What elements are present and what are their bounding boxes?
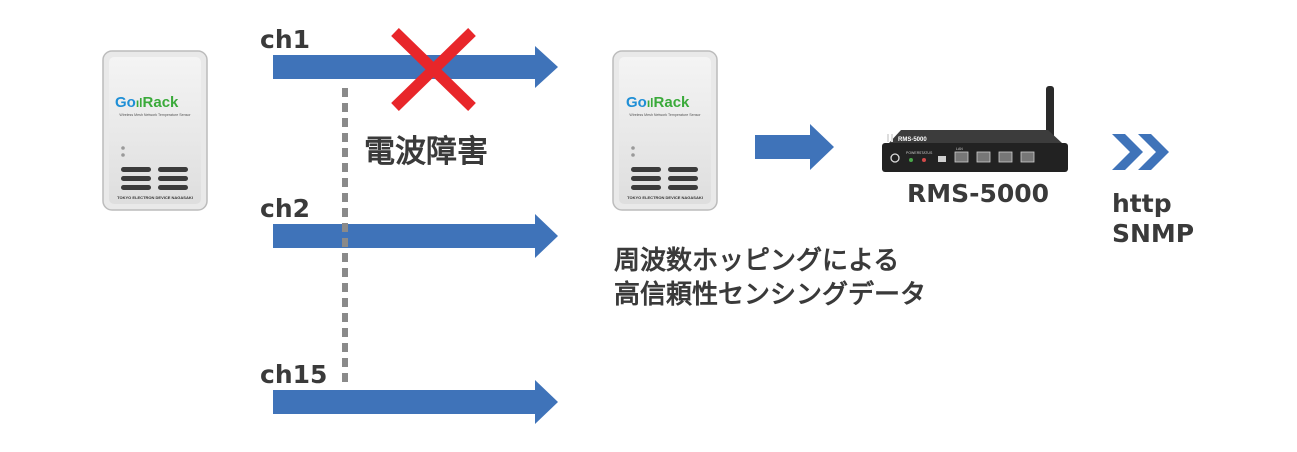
lan-ports <box>954 151 1035 163</box>
svg-text:GoılRack: GoılRack <box>115 94 179 111</box>
protocol-http: http <box>1112 189 1172 218</box>
led-dot <box>121 146 125 150</box>
brand-rack: Rack <box>654 94 691 111</box>
brand-go: Go <box>115 94 136 111</box>
power-label: POWER <box>906 151 920 155</box>
description-line-2: 高信頼性センシングデータ <box>614 279 926 310</box>
interference-cross-icon <box>391 28 476 111</box>
channel-arrow-ch15 <box>273 380 558 424</box>
led-dot <box>631 146 635 150</box>
led-dot <box>121 153 125 157</box>
channel-arrow-ch1 <box>273 46 558 88</box>
double-chevron-icon <box>1112 134 1169 170</box>
channel-label-ch1: ch1 <box>260 25 310 54</box>
protocol-snmp: SNMP <box>1112 219 1194 248</box>
sensor-maker: TOKYO ELECTRON DEVICE NAGASAKI <box>117 195 193 200</box>
brand-go: Go <box>626 94 647 111</box>
sensor-maker: TOKYO ELECTRON DEVICE NAGASAKI <box>627 195 703 200</box>
svg-text:GoılRack: GoılRack <box>626 94 690 111</box>
channel-arrow-ch2 <box>273 214 558 258</box>
sensor-device-receiver: GoılRack Wireless Mesh Network Temperatu… <box>612 50 718 211</box>
sensor-device-left: GoılRack Wireless Mesh Network Temperatu… <box>102 50 208 211</box>
description-line-1: 周波数ホッピングによる <box>614 246 899 276</box>
power-icon <box>890 153 900 163</box>
channel-label-ch15: ch15 <box>260 360 327 389</box>
gateway-device: RMS-5000 POWER STATUS LAN <box>882 86 1068 172</box>
brand-mark: ıl <box>136 96 143 110</box>
sensor-subtitle: Wireless Mesh Network Temperature Sensor <box>119 113 191 117</box>
sensor-subtitle: Wireless Mesh Network Temperature Sensor <box>629 113 701 117</box>
interference-label: 電波障害 <box>364 134 488 170</box>
led-dot <box>631 153 635 157</box>
gateway-panel-label: RMS-5000 <box>898 137 927 143</box>
channel-label-ch2: ch2 <box>260 194 310 223</box>
vent-slots <box>631 167 698 190</box>
vent-slots <box>121 167 188 190</box>
brand-rack: Rack <box>143 94 180 111</box>
brand-mark: ıl <box>647 96 654 110</box>
lan-label: LAN <box>956 147 963 151</box>
status-label: STATUS <box>919 151 933 155</box>
gateway-name: RMS-5000 <box>907 179 1049 208</box>
arrow-to-gateway <box>755 124 834 170</box>
